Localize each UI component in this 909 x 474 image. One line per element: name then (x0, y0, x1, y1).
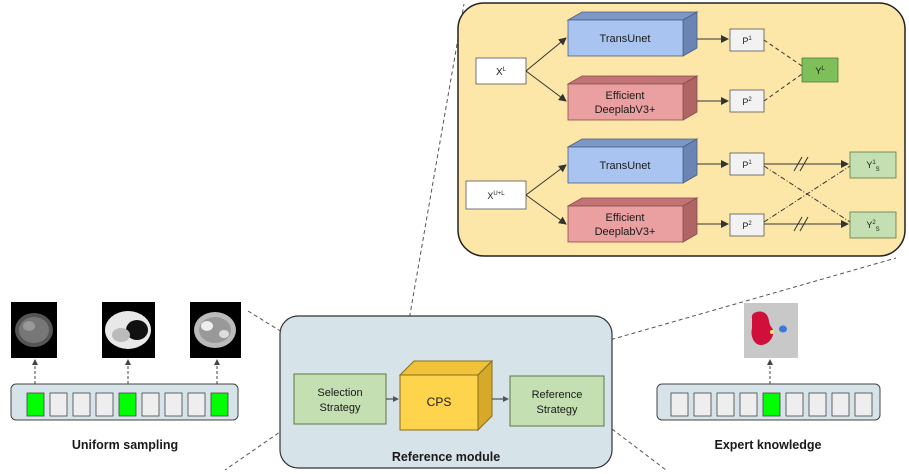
svg-text:DeeplabV3+: DeeplabV3+ (595, 104, 656, 116)
reference-module-caption: Reference module (392, 450, 500, 464)
pred-p2-unlabeled (729, 213, 765, 237)
cps-block: CPS (398, 359, 494, 432)
svg-text:XU+L: XU+L (487, 191, 505, 201)
reference-strategy-box (509, 375, 605, 427)
svg-text:TransUnet: TransUnet (600, 160, 651, 172)
uniform-sampling-group: Uniform sampling (10, 302, 241, 452)
transunet-block-unlabeled: TransUnet (566, 138, 699, 184)
svg-text:Strategy: Strategy (320, 402, 361, 414)
transunet-block-labeled: TransUnet (566, 11, 699, 57)
ct-slice-3 (190, 302, 241, 358)
target-yl (801, 57, 839, 83)
svg-text:Y1S: Y1S (866, 160, 879, 173)
svg-text:Reference: Reference (532, 389, 583, 401)
uniform-sampling-caption: Uniform sampling (72, 438, 178, 452)
svg-text:DeeplabV3+: DeeplabV3+ (595, 226, 656, 238)
expert-slots (670, 392, 873, 417)
svg-text:Strategy: Strategy (537, 404, 578, 416)
svg-text:Selection: Selection (317, 387, 362, 399)
svg-text:YL: YL (815, 66, 825, 76)
svg-text:Efficient: Efficient (606, 90, 645, 102)
deeplab-block-unlabeled: Efficient DeeplabV3+ (566, 197, 699, 243)
selection-strategy-box (293, 373, 387, 425)
unlabeled-branch: XU+L TransUnet Efficient DeeplabV3+ P1 P… (465, 138, 897, 243)
svg-text:XL: XL (496, 67, 507, 78)
expert-knowledge-caption: Expert knowledge (715, 438, 822, 452)
svg-text:P1: P1 (742, 160, 752, 170)
svg-text:P2: P2 (742, 221, 752, 231)
svg-text:TransUnet: TransUnet (600, 33, 651, 45)
target-y2s (849, 211, 897, 239)
uniform-slots (26, 392, 229, 417)
deeplab-block-labeled: Efficient DeeplabV3+ (566, 75, 699, 121)
expert-knowledge-group: Expert knowledge (656, 303, 881, 452)
stop-gradient-marks (793, 156, 809, 232)
ct-slice-2 (102, 302, 155, 358)
svg-text:CPS: CPS (427, 395, 452, 409)
svg-text:Efficient: Efficient (606, 212, 645, 224)
segmentation-mask-thumbnail (744, 303, 798, 358)
target-y1s (849, 151, 897, 179)
cps-detail-panel (457, 2, 906, 257)
svg-text:P1: P1 (742, 36, 752, 46)
input-xl-box (475, 57, 527, 85)
input-xul-box (465, 180, 527, 210)
ct-slice-1 (11, 302, 57, 358)
labeled-branch: XL TransUnet Efficient DeeplabV3+ P1 P2 … (475, 11, 839, 121)
svg-text:P2: P2 (742, 97, 752, 107)
svg-text:Y2S: Y2S (866, 220, 879, 233)
